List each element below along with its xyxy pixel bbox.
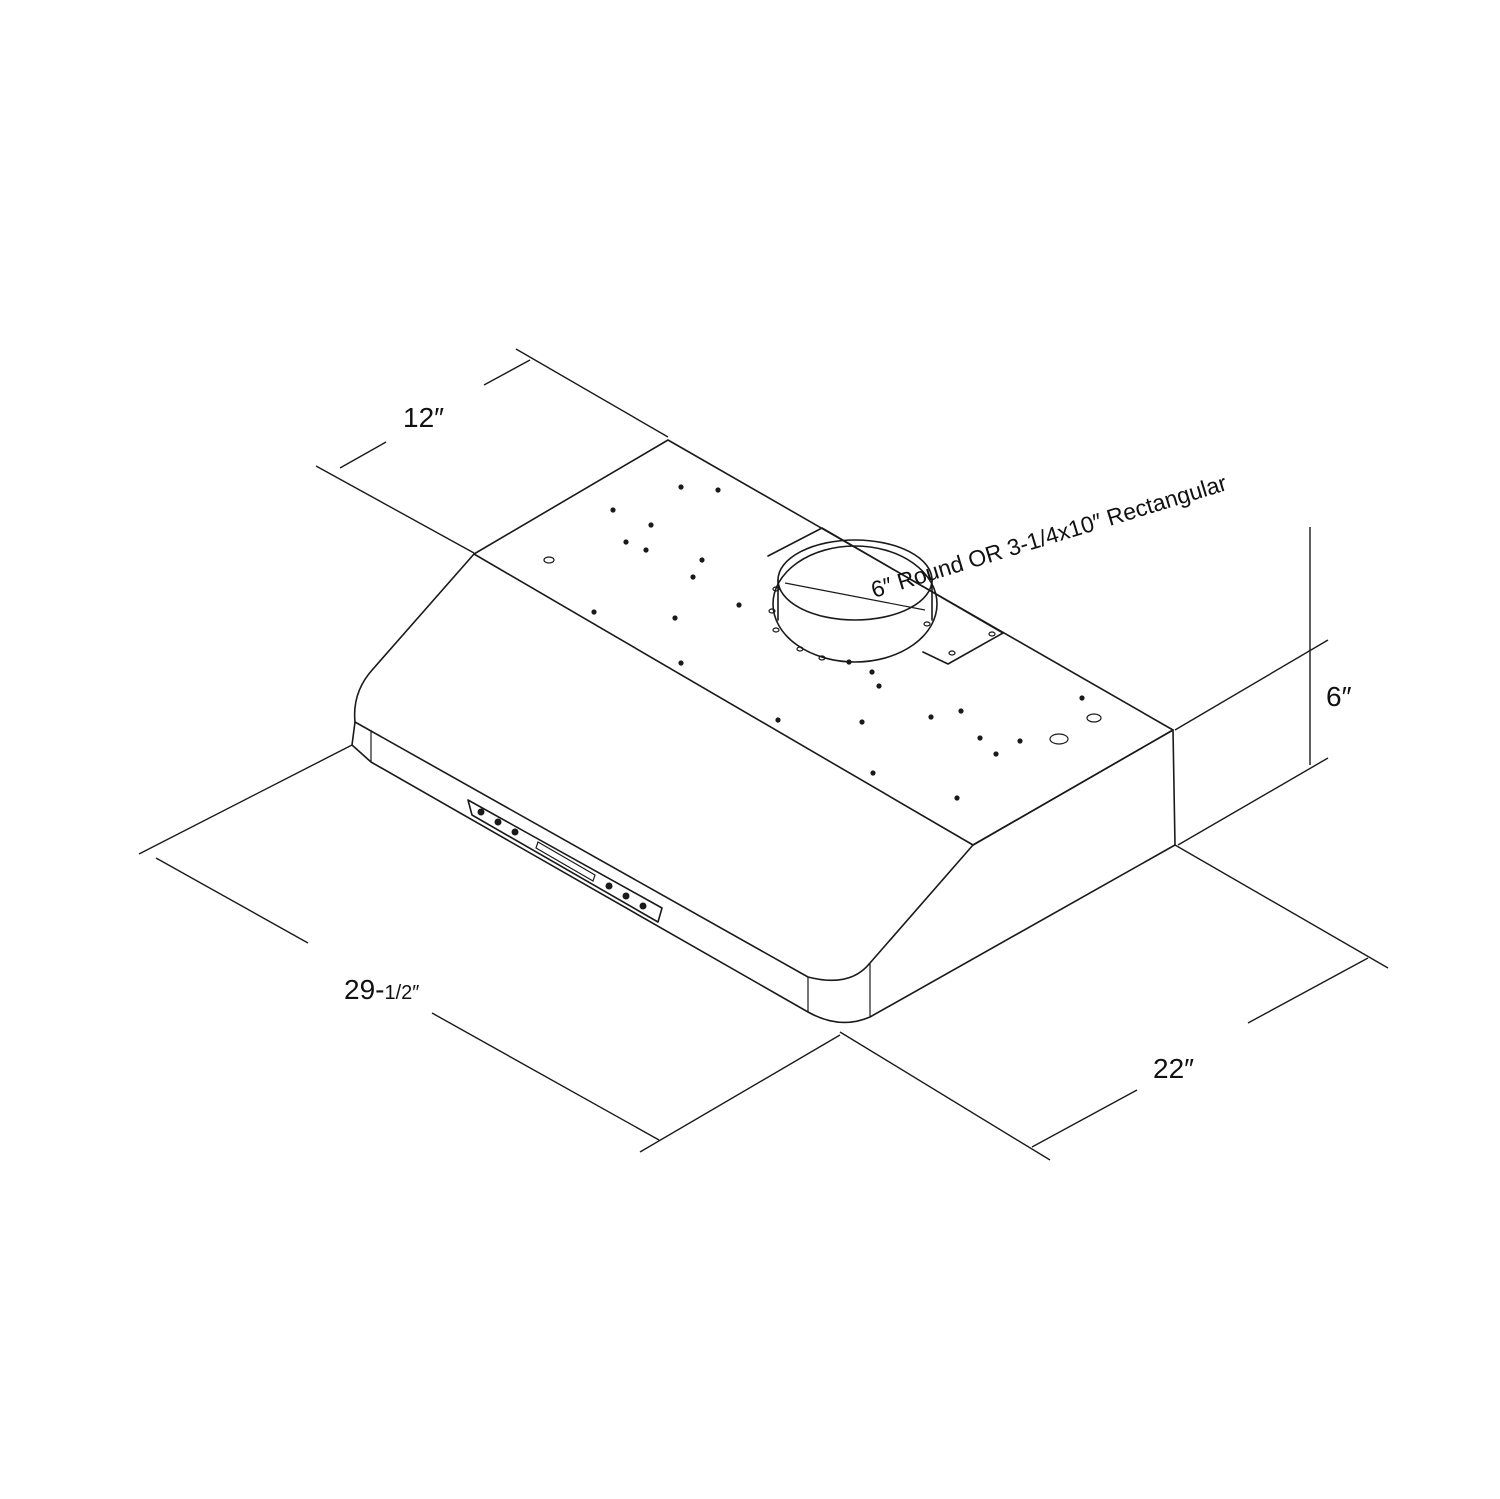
top-panel-holes: [543, 484, 1102, 801]
control-display: [535, 841, 596, 882]
dimension-label-12in: 12″: [403, 402, 444, 433]
hood-body: [351, 439, 1176, 1024]
dimension-lines: [138, 348, 1389, 1161]
control-button-icon: [477, 808, 485, 816]
duct-mounting-plate: [767, 527, 1004, 665]
hood-right-side: [972, 729, 1176, 846]
dimension-label-29in: 29-1/2″: [344, 974, 419, 1005]
dimension-label-29in-fraction: 1/2″: [384, 982, 419, 1004]
dimension-label-29in-whole: 29-: [344, 974, 384, 1005]
control-button-icon: [639, 902, 647, 910]
control-button-icon: [622, 892, 630, 900]
duct-collar: [772, 539, 938, 663]
control-panel: [467, 799, 663, 923]
hood-front-lip: [351, 721, 1176, 1024]
dimension-label-22in: 22″: [1153, 1053, 1194, 1084]
control-button-icon: [494, 818, 502, 826]
hood-top-panel: [473, 439, 1174, 846]
duct-size-label: 6″ Round OR 3-1/4x10″ Rectangular: [868, 470, 1230, 603]
dimension-label-6in: 6″: [1326, 681, 1352, 712]
control-button-icon: [605, 882, 613, 890]
control-button-icon: [511, 828, 519, 836]
